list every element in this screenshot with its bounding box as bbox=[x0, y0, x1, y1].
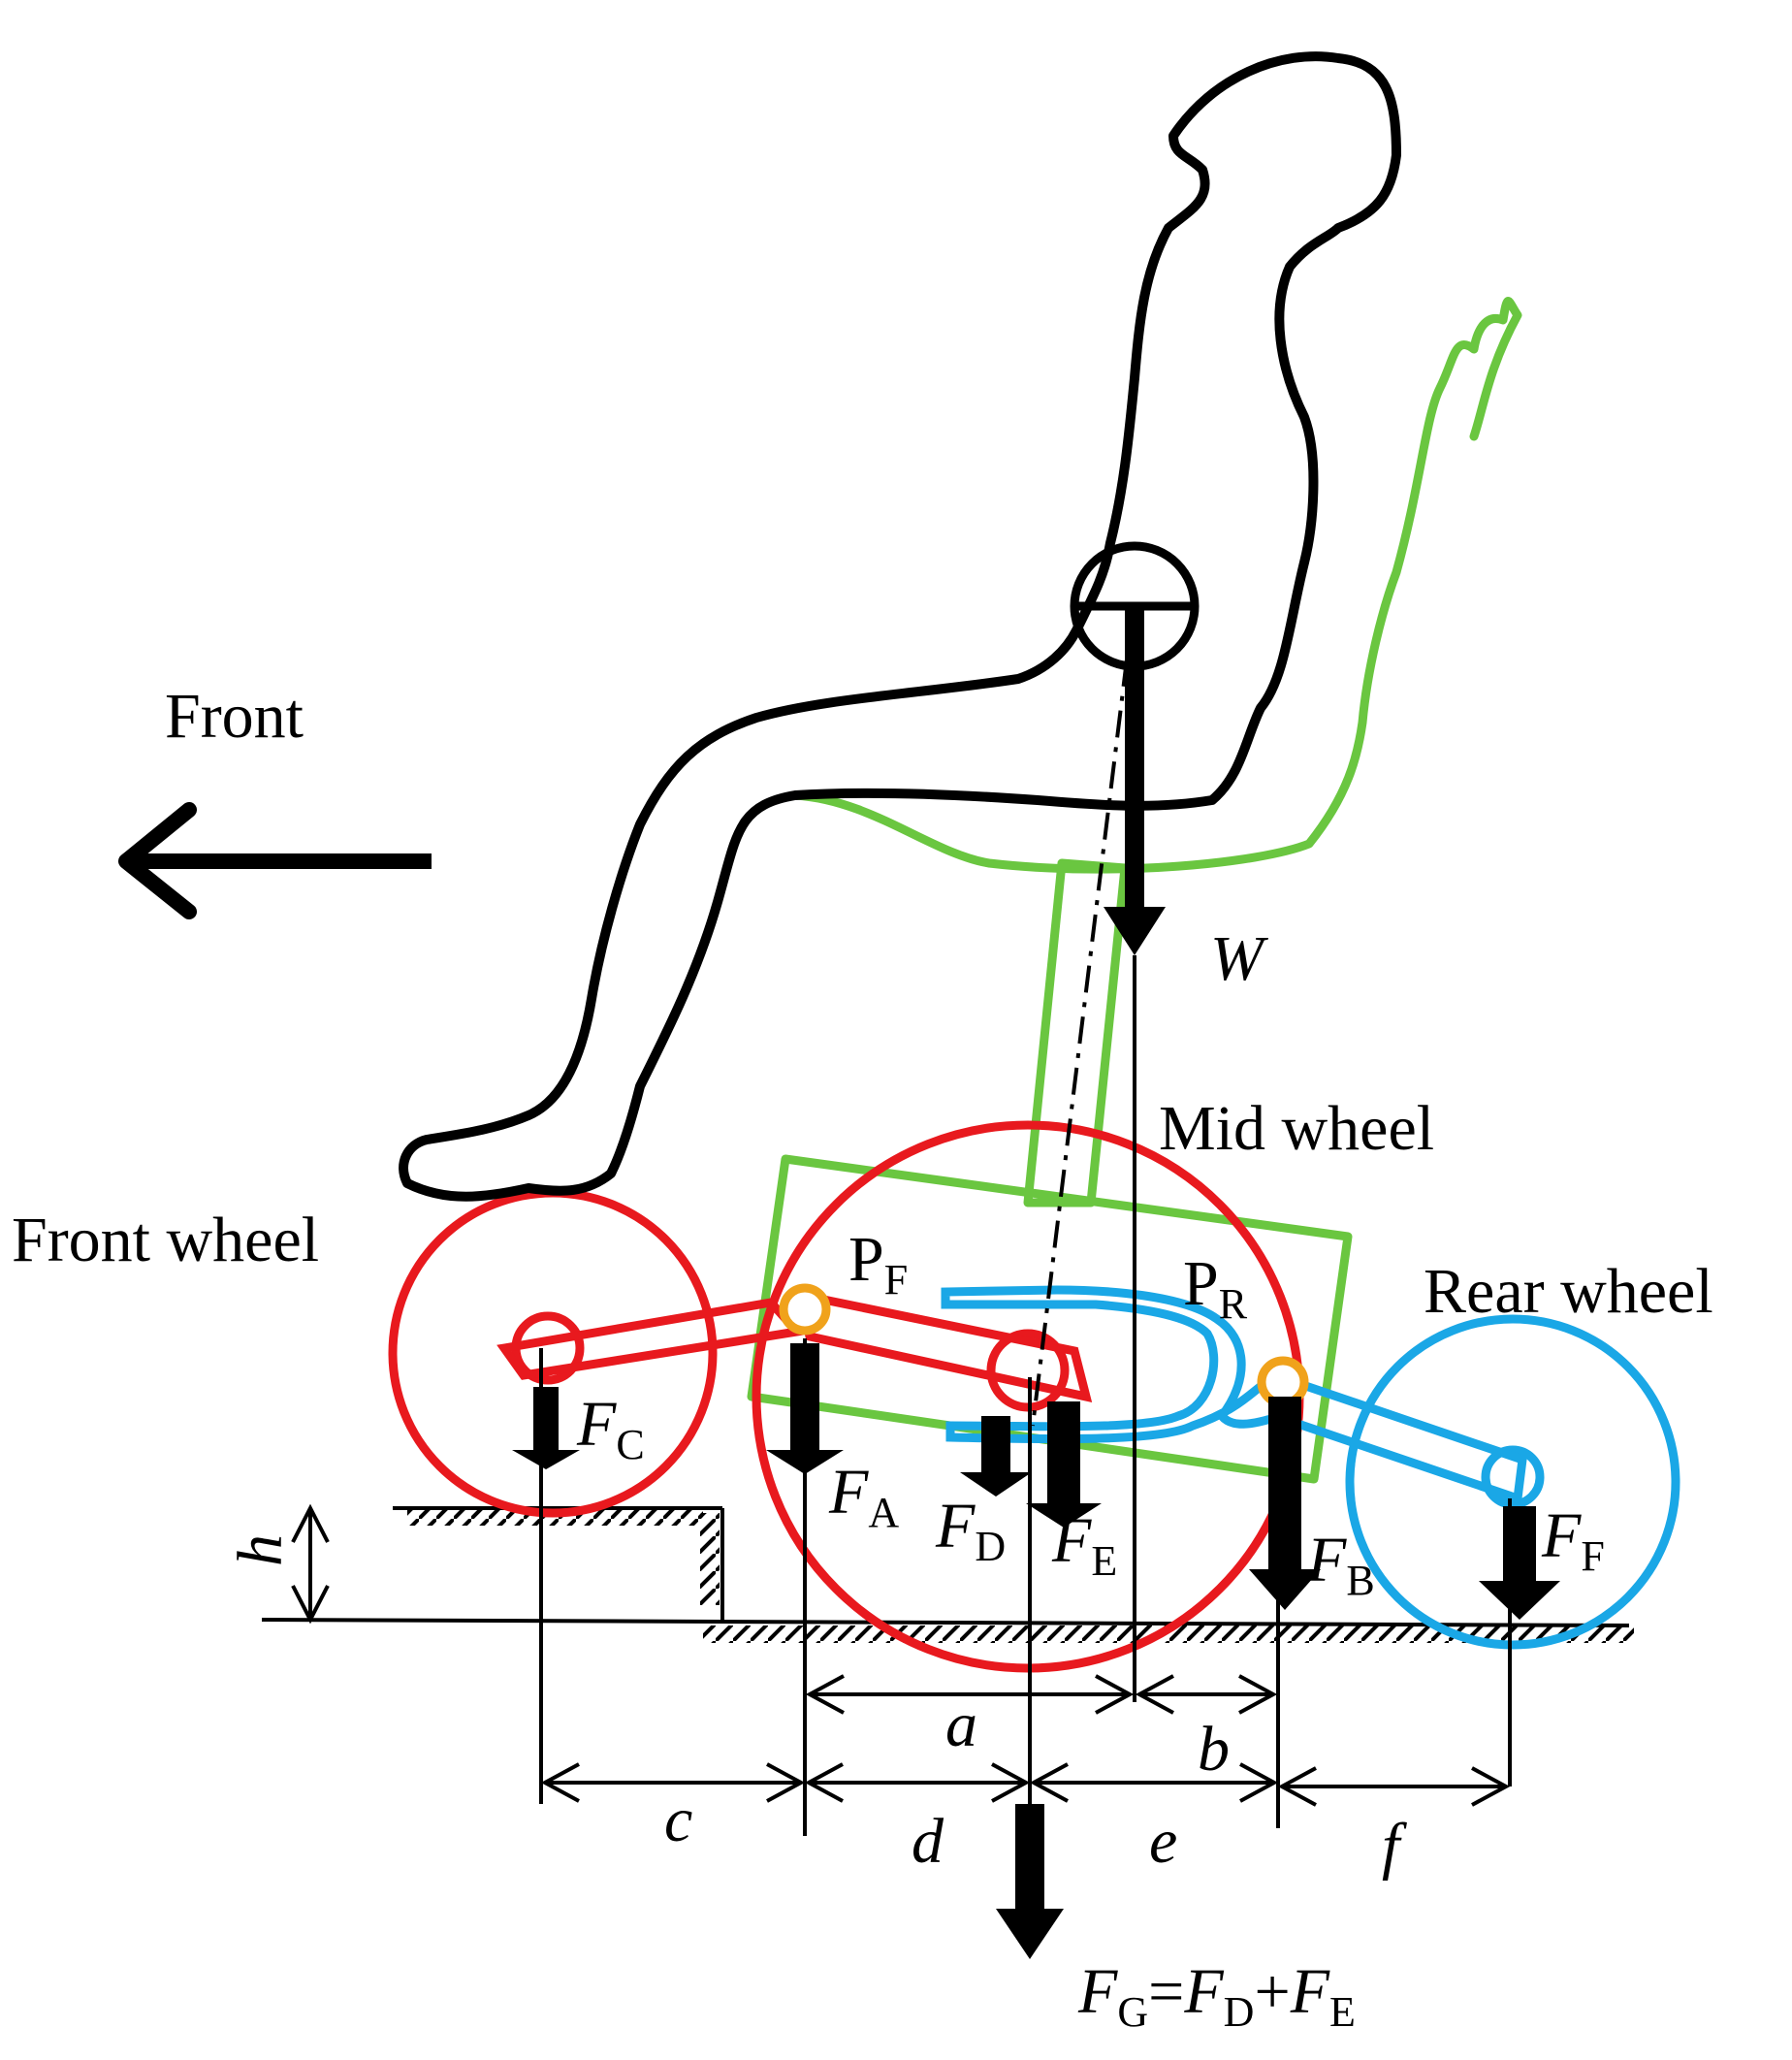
label-dim-f: f bbox=[1382, 1811, 1407, 1882]
label-dim-e: e bbox=[1149, 1806, 1177, 1877]
human-silhouette bbox=[399, 51, 1401, 1202]
label-rear-wheel: Rear wheel bbox=[1424, 1256, 1713, 1327]
force-fe-arrow bbox=[1026, 1401, 1102, 1528]
rear-bogie bbox=[941, 1285, 1285, 1444]
label-force-fb: FB bbox=[1306, 1525, 1375, 1604]
front-wheel bbox=[388, 1188, 806, 1518]
reference-lines bbox=[539, 1338, 1512, 1836]
label-front-wheel: Front wheel bbox=[12, 1205, 319, 1275]
label-mid-wheel: Mid wheel bbox=[1159, 1093, 1434, 1164]
label-dim-a: a bbox=[945, 1690, 977, 1760]
label-force-fg-equation: FG=FD+FE bbox=[1077, 1956, 1356, 2036]
label-force-fc: FC bbox=[576, 1389, 645, 1468]
force-fb-arrow bbox=[1249, 1397, 1321, 1610]
label-dim-b: b bbox=[1198, 1714, 1230, 1785]
weight-arrow bbox=[1104, 606, 1166, 955]
label-front: Front bbox=[165, 681, 304, 752]
seat-backrest bbox=[790, 297, 1522, 874]
ground-lower-left-line bbox=[261, 1618, 719, 1624]
label-force-fe: FE bbox=[1051, 1505, 1117, 1585]
pivot-front bbox=[779, 1283, 831, 1336]
label-dim-h: h bbox=[225, 1534, 296, 1566]
label-pivot-rear: PR bbox=[1183, 1248, 1248, 1328]
front-arrow-icon bbox=[118, 802, 432, 919]
dimension-lines bbox=[291, 1503, 1511, 1807]
pivot-icon bbox=[779, 1283, 1309, 1408]
label-pivot-front: PF bbox=[848, 1224, 908, 1304]
label-weight: W bbox=[1210, 923, 1268, 994]
rear-wheel-hub bbox=[1481, 1445, 1545, 1509]
force-fg-arrow bbox=[996, 1804, 1064, 1959]
hatch-ground-icon bbox=[407, 1510, 1634, 1643]
force-fd-arrow bbox=[960, 1416, 1032, 1497]
label-dim-d: d bbox=[912, 1806, 944, 1877]
label-force-ff: FF bbox=[1541, 1500, 1605, 1580]
force-fc-arrow bbox=[512, 1387, 580, 1469]
label-force-fa: FA bbox=[828, 1457, 899, 1536]
chassis-frame bbox=[747, 1154, 1353, 1484]
rear-wheel-rim bbox=[1345, 1314, 1680, 1650]
seat-frame bbox=[747, 297, 1522, 1484]
center-line bbox=[1031, 659, 1129, 1427]
label-dim-c: c bbox=[664, 1785, 692, 1855]
label-force-fd: FD bbox=[935, 1491, 1006, 1570]
